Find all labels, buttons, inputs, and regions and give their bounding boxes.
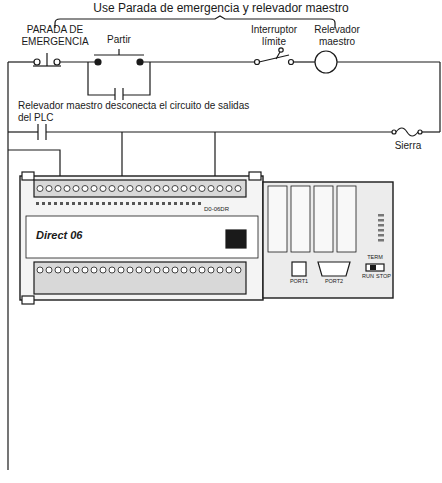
limit-switch-label: Interruptor límite [244,24,304,47]
plc-base-unit [20,172,263,304]
left-rail [7,62,8,470]
relay-note: Relevador maestro desconecta el circuito… [18,100,263,123]
master-relay-contact [38,124,46,140]
switch-label: TERM [362,254,388,260]
plc-output-wire [121,132,122,182]
port2-connector [318,262,350,276]
model-label: D0-06DR [204,206,244,213]
limit-switch [255,48,294,65]
port-label: PORT2 [320,278,348,284]
seal-in-branch [88,62,150,102]
switch-label: RUN [362,273,376,279]
plc-option-modules [263,182,393,298]
saw-label: Sierra [388,140,428,152]
port1-connector [292,262,306,276]
switch-label: STOP [376,273,392,279]
emergency-stop-button [33,53,61,66]
brand-logo: Direct 06 [36,229,116,242]
master-relay-coil [315,51,337,73]
mode-switch [366,264,384,271]
plc-common-wire [214,132,215,182]
port-label: PORT1 [286,278,312,284]
right-rail [439,62,440,132]
saw-fuse-symbol [392,128,422,136]
stop-button-label: PARADA DE EMERGENCIA [18,24,92,47]
start-button [94,49,144,65]
relay-label: Relevador maestro [306,24,368,47]
diagram-title: Use Parada de emergencia y relevador mae… [0,2,442,16]
start-button-label: Partir [102,34,136,46]
